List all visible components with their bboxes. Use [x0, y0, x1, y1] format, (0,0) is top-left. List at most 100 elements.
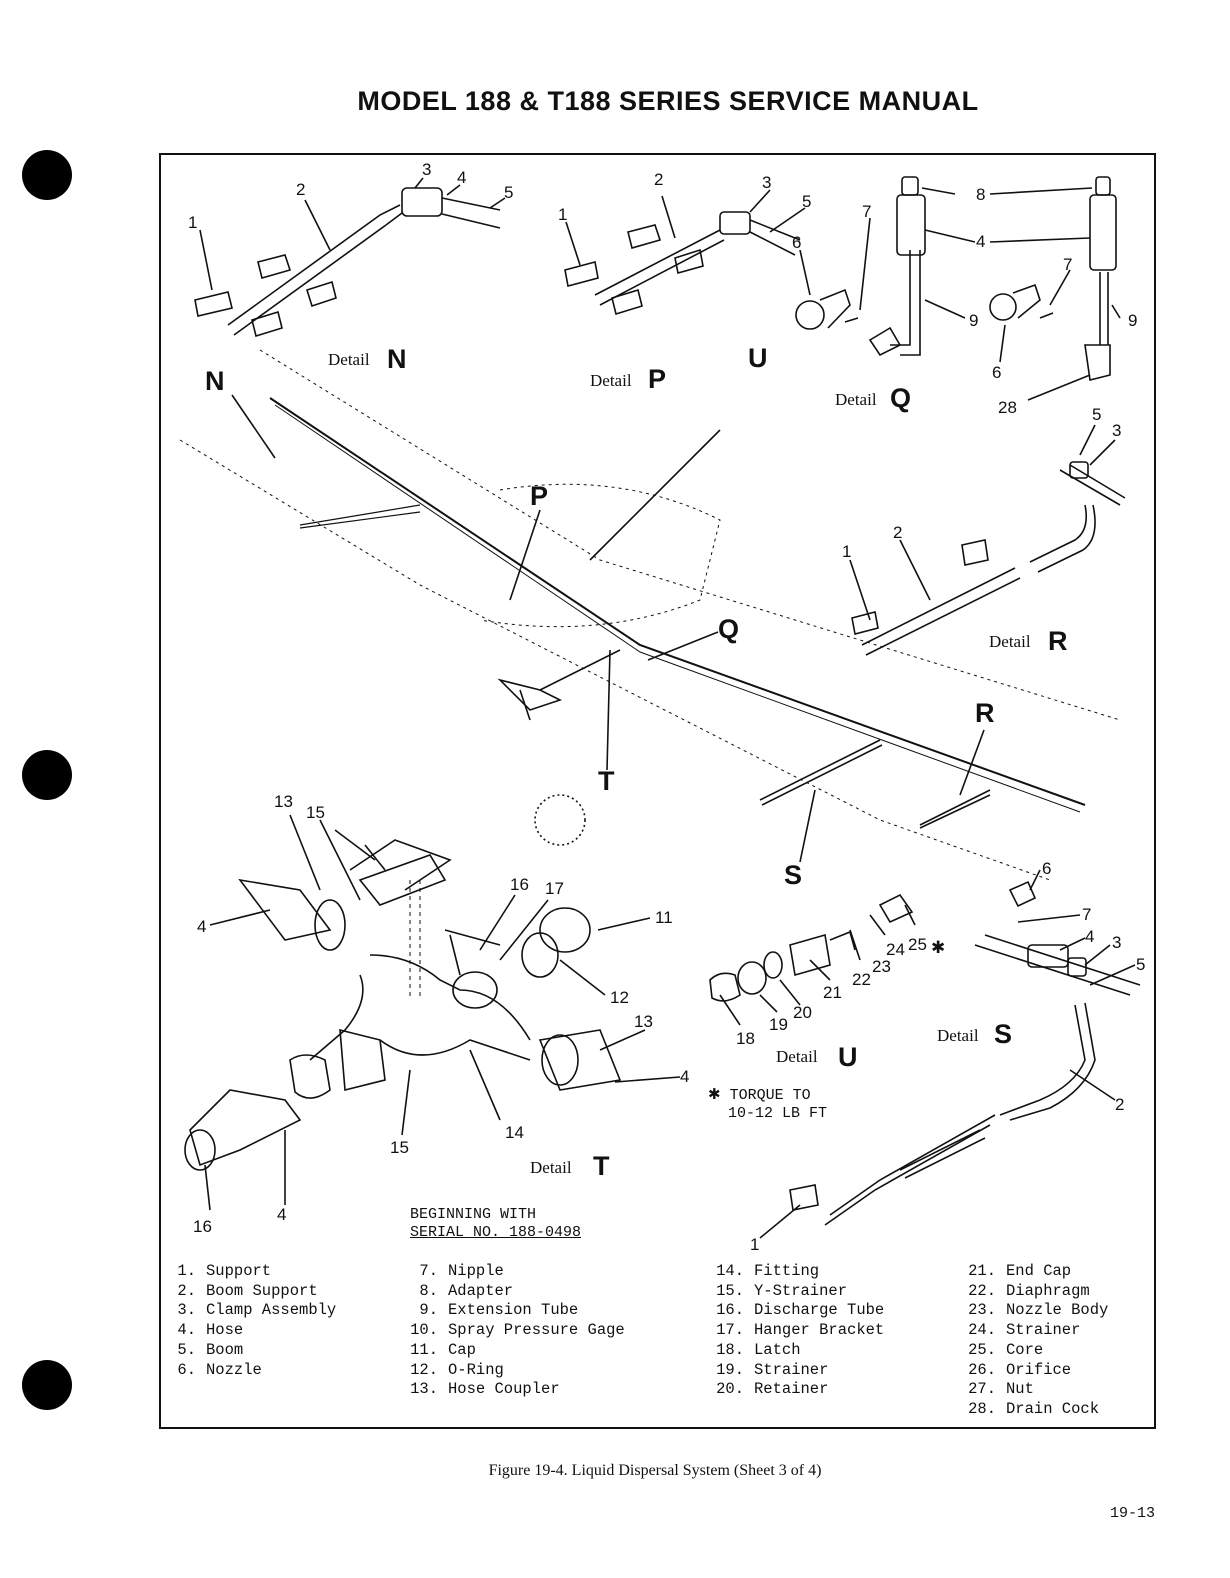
callout-23: 21: [823, 983, 842, 1002]
detail-q-word: Detail: [835, 390, 877, 409]
legend-num: 17.: [716, 1321, 744, 1340]
legend-item: 15.Y-Strainer: [706, 1282, 884, 1302]
callout-8: 8: [976, 185, 985, 204]
legend-num: 8.: [419, 1281, 438, 1300]
callout-4: 4: [457, 168, 466, 187]
legend-label: Nipple: [448, 1262, 504, 1280]
callout-4: 4: [680, 1067, 689, 1086]
callout-15: 15: [390, 1138, 409, 1157]
detail-s-letter: S: [994, 1019, 1012, 1049]
callout-4: 4: [976, 232, 985, 251]
legend-label: Adapter: [448, 1281, 514, 1300]
legend-item: 10.Spray Pressure Gage: [400, 1321, 625, 1341]
callout-2: 2: [654, 170, 663, 189]
legend-num: 5.: [177, 1340, 196, 1359]
legend-num: 12.: [410, 1360, 438, 1379]
callout-17: 15: [306, 803, 325, 822]
callout-3: 3: [1112, 421, 1121, 440]
legend-item: 24.Strainer: [958, 1321, 1108, 1341]
legend-label: Extension Tube: [448, 1301, 579, 1320]
legend-label: Clamp Assembly: [206, 1301, 337, 1320]
torque-note-line1: ✱ TORQUE TO: [708, 1087, 811, 1104]
legend-num: 19.: [716, 1360, 744, 1379]
legend-label: Nut: [1006, 1380, 1034, 1399]
legend-item: 17. Hanger Bracket: [706, 1321, 884, 1341]
figure-frame: [159, 153, 1156, 1429]
callout-11: 11: [655, 908, 673, 927]
legend-item: 26. Orifice: [958, 1361, 1108, 1381]
callout-13: 13: [634, 1012, 653, 1031]
callout-7: 7: [1082, 905, 1091, 924]
legend-label: Hanger Bracket: [754, 1321, 885, 1340]
detail-u-word: Detail: [776, 1047, 818, 1066]
legend-item: 28.Drain Cock: [958, 1400, 1108, 1420]
callout-26: 24: [886, 940, 905, 959]
callout-2: 2: [296, 180, 305, 199]
legend-label: Orifice: [1006, 1360, 1072, 1379]
callout-16: 16: [193, 1217, 212, 1236]
legend-item: 3. Clamp Assembly: [158, 1301, 336, 1321]
callout-3: 3: [1112, 933, 1121, 952]
legend-num: 2.: [177, 1281, 196, 1300]
callout-27: 25: [908, 935, 927, 954]
binder-hole: [22, 150, 72, 200]
callout-9: 9: [969, 311, 978, 330]
detail-p-letter: P: [648, 364, 666, 394]
torque-note-line2: 10-12 LB FT: [728, 1105, 828, 1122]
legend-label: Latch: [754, 1340, 801, 1359]
page-number: 19-13: [1110, 1505, 1156, 1522]
legend-num: 1.: [177, 1262, 196, 1280]
callout-5: 5: [802, 192, 811, 211]
legend-label: Spray Pressure Gage: [448, 1321, 625, 1340]
legend-item: 25.Core: [958, 1341, 1108, 1361]
callout-6: 6: [992, 363, 1001, 382]
legend-item: 5. Boom: [158, 1341, 336, 1361]
detail-t-letter: T: [593, 1151, 610, 1181]
legend-num: 3.: [177, 1301, 196, 1320]
legend-num: 4.: [177, 1321, 196, 1340]
legend-label: Y-Strainer: [754, 1281, 848, 1300]
legend-item: 7.Nipple: [400, 1262, 625, 1282]
callout-4: 4: [277, 1205, 286, 1224]
legend-item: 20.Retainer: [706, 1380, 884, 1400]
legend-label: Nozzle Body: [1006, 1301, 1109, 1320]
callout-4: 4: [1085, 927, 1094, 946]
figure-caption: Figure 19-4. Liquid Dispersal System (Sh…: [488, 1462, 822, 1479]
legend-label: Hose: [206, 1321, 244, 1340]
serial-note-line2: SERIAL NO. 188-0498: [410, 1224, 582, 1241]
legend-num: 14.: [716, 1262, 744, 1280]
view-letter-n: N: [205, 366, 225, 396]
legend-item: 11.Cap: [400, 1341, 625, 1361]
detail-p-word: Detail: [590, 371, 632, 390]
legend-label: Discharge Tube: [754, 1301, 885, 1320]
callout-5: 5: [1136, 955, 1145, 974]
legend-label: Drain Cock: [1006, 1399, 1100, 1418]
callout-24: 22: [852, 970, 871, 989]
view-letter-u: U: [748, 343, 768, 373]
callout-6: 6: [1042, 859, 1051, 878]
legend-label: End Cap: [1006, 1262, 1072, 1280]
detail-t-word: Detail: [530, 1158, 572, 1177]
callout-14: 14: [505, 1123, 524, 1142]
binder-hole: [22, 1360, 72, 1410]
binder-hole: [22, 750, 72, 800]
legend-item: 16.Discharge Tube: [706, 1301, 884, 1321]
view-letter-t: T: [598, 766, 615, 796]
legend-item: 9.Extension Tube: [400, 1301, 625, 1321]
legend-label: Boom: [206, 1340, 244, 1359]
callout-4: 4: [197, 917, 206, 936]
detail-n-word: Detail: [328, 350, 370, 369]
legend-num: 13.: [410, 1380, 438, 1399]
callout-12: 12: [610, 988, 629, 1007]
callout-13: 13: [274, 792, 293, 811]
detail-n-letter: N: [387, 344, 407, 374]
parts-legend-col1: 1.Support 2.Boom Support 3.Clamp Assembl…: [158, 1262, 336, 1380]
callout-28: 28: [998, 398, 1017, 417]
legend-num: 26.: [968, 1360, 996, 1379]
legend-label: Boom Support: [206, 1281, 318, 1300]
legend-label: Core: [1006, 1340, 1044, 1359]
view-letter-p: P: [530, 481, 548, 511]
callout-3: 3: [422, 160, 431, 179]
legend-label: Strainer: [754, 1360, 829, 1379]
callout-1: 1: [558, 205, 567, 224]
